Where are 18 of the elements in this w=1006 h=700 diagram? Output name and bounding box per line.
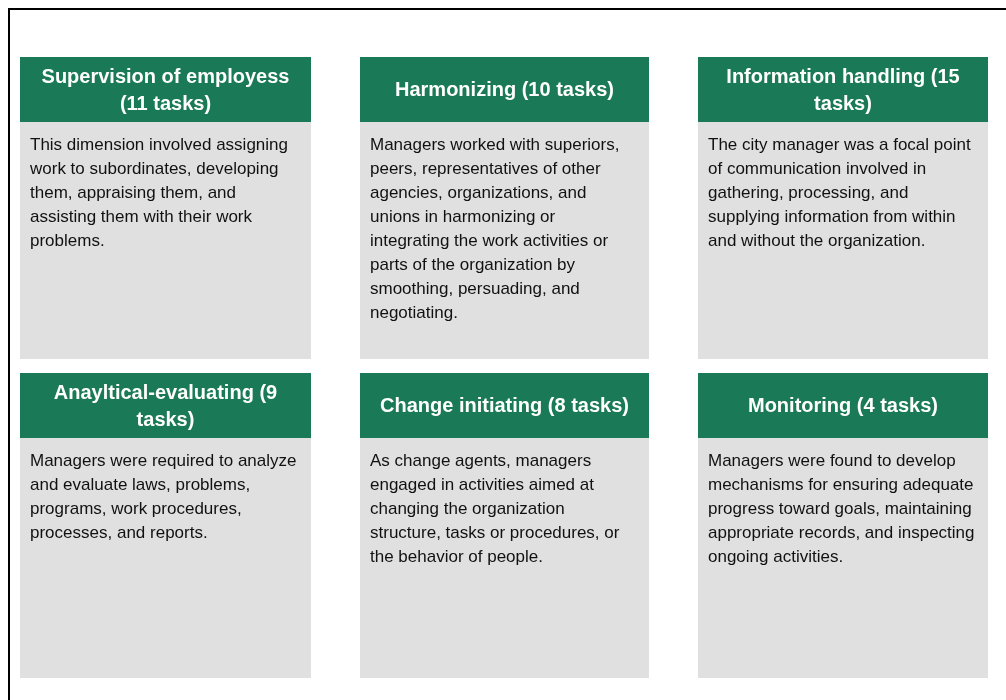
category-card — [360, 373, 649, 678]
card-header: Harmonizing (10 tasks) — [360, 57, 649, 122]
category-card — [698, 57, 988, 359]
card-description: Managers were found to develop mechanisms for ensuring adequate progress toward goals, maintaining appropriate records, and inspecting ongoing activities. — [708, 450, 976, 568]
category-card — [360, 57, 649, 359]
card-description: This dimension involved assigning work to subordinates, developing them, appraising them, and assisting them with their work problems. — [30, 134, 289, 252]
card-description: As change agents, managers engaged in activities aimed at changing the organization structure, tasks or procedures, or the behavior of people. — [370, 450, 621, 568]
card-header: Supervision of employess (11 tasks) — [20, 57, 311, 122]
card-header: Change initiating (8 tasks) — [360, 373, 649, 438]
card-description: Managers were required to analyze and evaluate laws, problems, programs, work procedures, processes, and reports. — [30, 450, 298, 544]
card-header: Information handling (15 tasks) — [698, 57, 988, 122]
category-card — [20, 57, 311, 359]
card-header: Anayltical-evaluating (9 tasks) — [20, 373, 311, 438]
category-card — [698, 373, 988, 678]
card-description: The city manager was a focal point of communication involved in gathering, processing, and supplying information from within and without the organization. — [708, 134, 972, 252]
category-card — [20, 373, 311, 678]
card-description: Managers worked with superiors, peers, representatives of other agencies, organizations, and unions in harmonizing or integrating the work activities or parts of the organization by smoothing, persuading, and negotiating. — [370, 134, 621, 324]
card-header: Monitoring (4 tasks) — [698, 373, 988, 438]
